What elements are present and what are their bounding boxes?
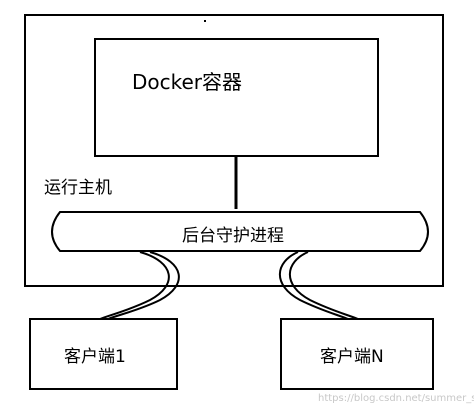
client1-connector-a — [99, 251, 170, 320]
host-box — [24, 14, 444, 287]
container-label: Docker容器 — [132, 70, 243, 94]
container-box — [94, 38, 379, 157]
client-n-label: 客户端N — [320, 347, 384, 367]
watermark-text: https://blog.csdn.net/summer_style — [318, 393, 474, 404]
clientn-connector-a — [279, 251, 349, 320]
client-1-label: 客户端1 — [64, 347, 126, 367]
daemon-label: 后台守护进程 — [182, 226, 284, 246]
daemon-box — [51, 211, 429, 252]
client-box-1 — [29, 318, 178, 390]
clientn-connector-b — [289, 251, 359, 320]
stray-dot — [204, 20, 206, 22]
client1-connector-b — [107, 251, 180, 320]
host-label: 运行主机 — [44, 178, 112, 198]
